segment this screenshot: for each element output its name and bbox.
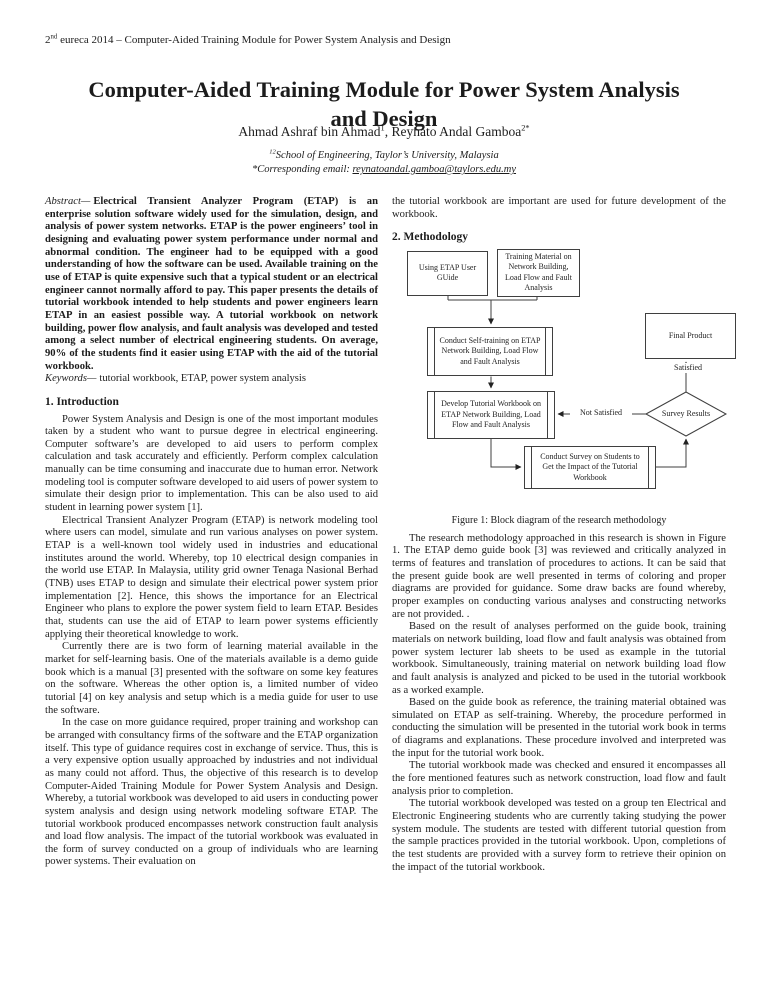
keywords-line: Keywords—tutorial workbook, ETAP, power … xyxy=(45,373,378,386)
flowchart-node-self-training: Conduct Self-training on ETAP Network Bu… xyxy=(427,326,553,376)
methodology-paragraph-4: The tutorial workbook made was checked a… xyxy=(392,760,726,797)
corresponding-email-link[interactable]: reynatoandal.gamboa@taylors.edu.my xyxy=(352,164,517,175)
author-1: Ahmad Ashraf bin Ahmad xyxy=(238,124,381,139)
intro-paragraph-1: Power System Analysis and Design is one … xyxy=(45,413,378,514)
methodology-paragraph-2: Based on the result of analyses performe… xyxy=(392,621,726,696)
intro-paragraph-3: Currently there are is two form of learn… xyxy=(45,641,378,716)
author-2: Reynato Andal Gamboa xyxy=(391,124,522,139)
flowchart-node-training-material: Training Material on Network Building, L… xyxy=(497,248,580,297)
abstract-paragraph: Abstract—Electrical Transient Analyzer P… xyxy=(45,196,378,373)
flowchart-node-final-product: Final Product xyxy=(645,312,736,359)
methodology-paragraph-3: Based on the guide book as reference, th… xyxy=(392,697,726,759)
intro-paragraph-4: In the case on more guidance required, p… xyxy=(45,717,378,868)
flowchart-edge-label-not-satisfied: Not Satisfied xyxy=(570,407,632,419)
decision-diamond-shape xyxy=(644,391,728,437)
arrow-to-conduct-survey xyxy=(490,438,522,470)
correspondence-line: *Corresponding email: reynatoandal.gambo… xyxy=(251,164,517,175)
methodology-paragraph-1: The research methodology approached in t… xyxy=(392,532,726,620)
affiliation-line: 12School of Engineering, Taylor’s Univer… xyxy=(269,148,499,161)
flowchart-node-survey-results: Survey Results xyxy=(661,408,711,418)
flowchart-node-conduct-survey: Conduct Survey on Students to Get the Im… xyxy=(524,445,656,489)
keywords-text: tutorial workbook, ETAP, power system an… xyxy=(99,373,306,385)
paper-title: Computer-Aided Training Module for Power… xyxy=(88,77,680,132)
arrow-to-survey-results xyxy=(656,438,689,468)
section-heading-introduction: 1. Introduction xyxy=(45,395,119,408)
figure-1-flowchart: Using ETAP User GUide Training Material … xyxy=(392,248,740,501)
intro-continuation-paragraph: the tutorial workbook are important are … xyxy=(392,196,726,220)
methodology-paragraph-5: The tutorial workbook developed was test… xyxy=(392,798,726,873)
merge-connector xyxy=(447,295,538,301)
section-heading-methodology: 2. Methodology xyxy=(392,231,469,244)
running-header: 2nd eureca 2014 – Computer-Aided Trainin… xyxy=(45,33,451,46)
abstract-text: Electrical Transient Analyzer Program (E… xyxy=(45,196,378,372)
flowchart-edge-label-satisfied: Satisfied xyxy=(659,362,717,374)
intro-paragraph-2: Electrical Transient Analyzer Program (E… xyxy=(45,514,378,640)
figure-1-caption: Figure 1: Block diagram of the research … xyxy=(451,514,667,526)
abstract-label: Abstract— xyxy=(45,196,91,207)
author-line: Ahmad Ashraf bin Ahmad1, Reynato Andal G… xyxy=(238,123,530,139)
flowchart-node-develop-workbook: Develop Tutorial Workbook on ETAP Networ… xyxy=(427,390,555,439)
right-column: the tutorial workbook are important are … xyxy=(392,196,736,874)
flowchart-node-etap-user-guide: Using ETAP User GUide xyxy=(407,250,488,296)
keywords-label: Keywords— xyxy=(45,373,97,385)
left-column: Abstract—Electrical Transient Analyzer P… xyxy=(45,196,378,869)
